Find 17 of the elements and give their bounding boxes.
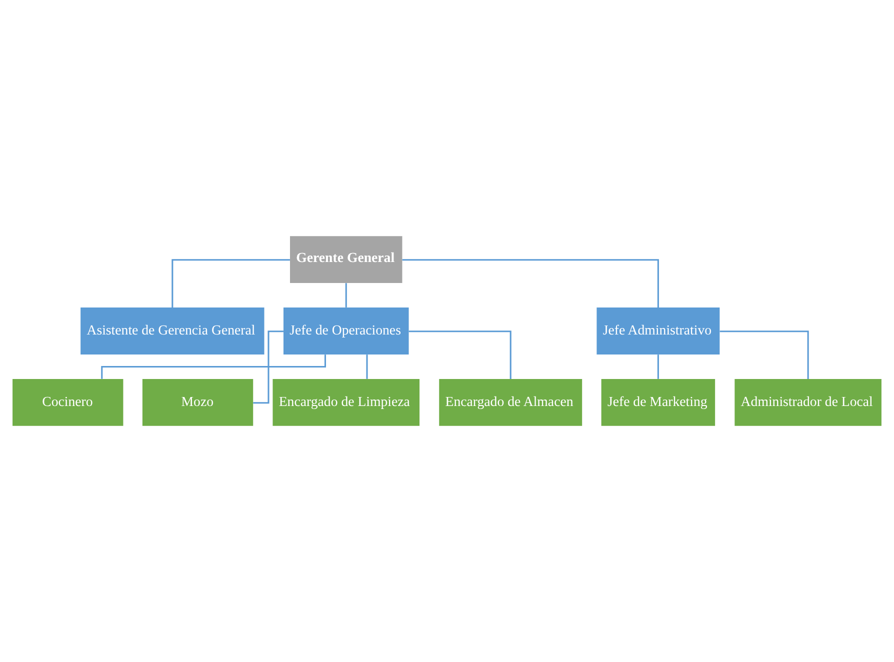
node-box: Administrador de Local	[734, 379, 882, 426]
node-box: Jefe Administrativo	[596, 308, 720, 354]
node-box: Jefe de Operaciones	[283, 308, 409, 354]
node-box: Encargado de Limpieza	[272, 379, 420, 426]
connector	[172, 259, 290, 308]
node-box: Jefe de Marketing	[601, 379, 716, 426]
connector	[720, 330, 809, 379]
connector	[402, 259, 659, 308]
connector	[345, 283, 347, 308]
connector	[657, 354, 659, 379]
node-box: Asistente de Gerencia General	[80, 308, 264, 354]
node-box: Gerente General	[290, 236, 402, 283]
node-box: Cocinero	[12, 379, 124, 426]
node-box: Encargado de Almacen	[439, 379, 582, 426]
connector	[366, 354, 368, 379]
node-box: Mozo	[142, 379, 254, 426]
connector	[408, 330, 512, 379]
